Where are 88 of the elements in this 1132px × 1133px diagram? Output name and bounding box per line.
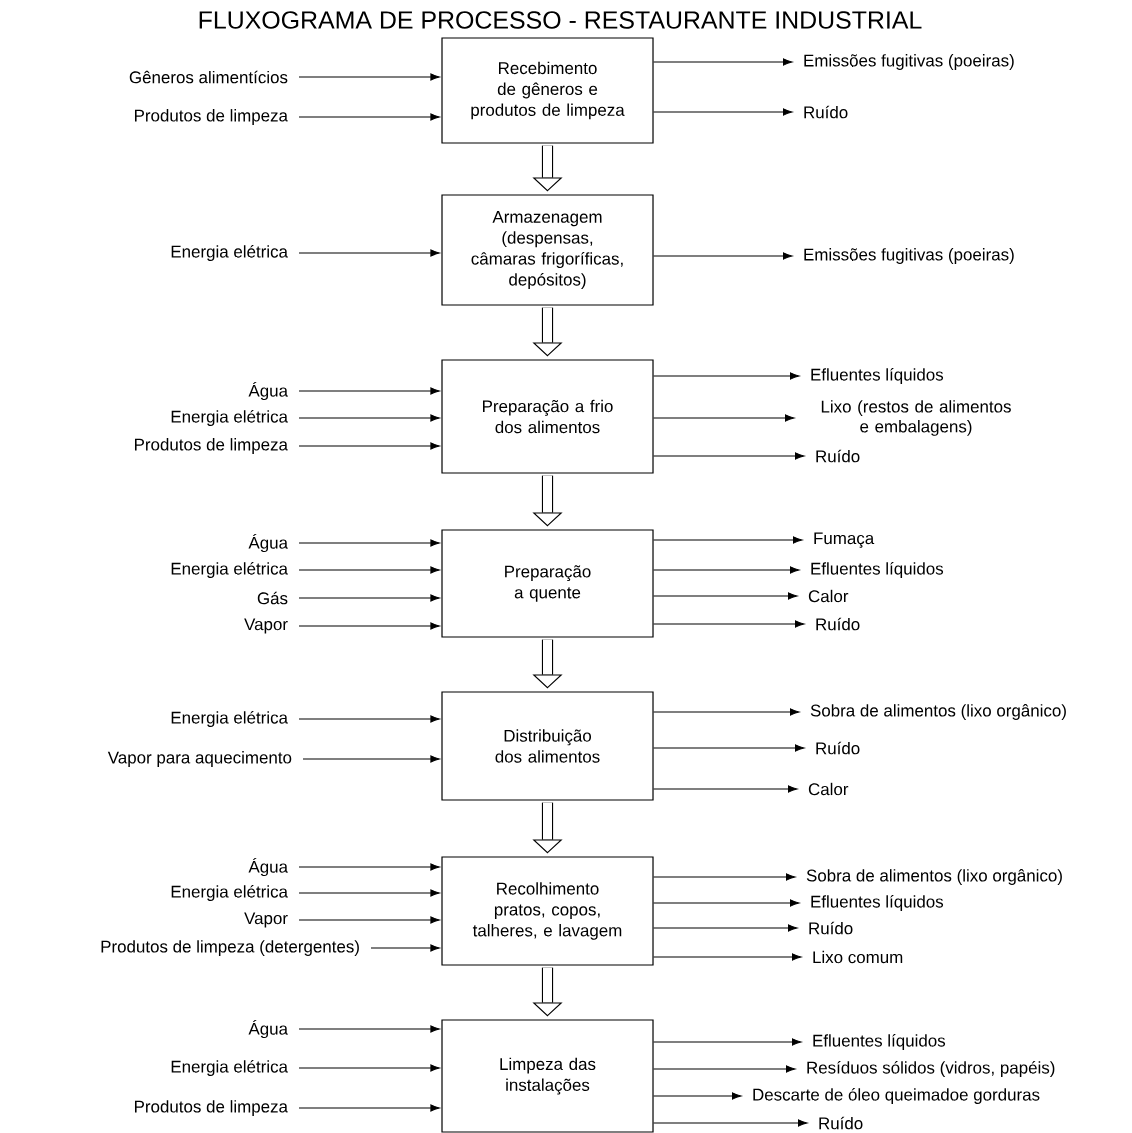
input-label: Energia elétrica (171, 410, 288, 426)
output-label: Efluentes líquidos (811, 562, 944, 578)
process-box: Preparação a frio dos alimentos (441, 359, 654, 474)
input-label: Energia elétrica (171, 562, 288, 578)
input-label: Gás (257, 591, 288, 605)
process-box: Distribuição dos alimentos (441, 691, 654, 801)
arrow (653, 372, 800, 380)
arrow (653, 58, 793, 66)
arrow (298, 715, 440, 723)
arrow (298, 889, 440, 897)
input-label: Produtos de limpeza (detergentes) (101, 940, 359, 956)
input-label: Gêneros alimentícios (129, 70, 288, 84)
arrow (302, 755, 440, 763)
output-label: Sobra de alimentos (lixo orgânico) (810, 704, 1066, 720)
arrow (653, 873, 796, 881)
input-label: Vapor (244, 912, 288, 928)
output-label: Emissões fugitivas (poeiras) (804, 248, 1014, 264)
output-label: Resíduos sólidos (vidros, papéis) (807, 1061, 1055, 1077)
input-label: Produtos de limpeza (135, 438, 288, 454)
input-label: Energia elétrica (171, 885, 288, 901)
input-label: Produtos de limpeza (135, 109, 288, 125)
output-label: Efluentes líquidos (811, 895, 944, 911)
arrow (298, 73, 440, 81)
input-label: Água (248, 381, 288, 401)
arrow (298, 566, 440, 574)
output-label: Lixo comum (813, 950, 903, 964)
process-box: Preparação a quente (441, 529, 654, 638)
process-box: Limpeza das instalações (441, 1019, 654, 1133)
arrow (653, 108, 793, 116)
arrow (653, 1065, 796, 1073)
input-label: Água (248, 533, 288, 553)
arrow (298, 387, 440, 395)
arrow (298, 594, 440, 602)
arrow (298, 249, 440, 257)
title: FLUXOGRAMA DE PROCESSO - RESTAURANTE INDUSTRIAL (199, 11, 922, 29)
output-label: Descarte de óleo queimadoe gorduras (753, 1088, 1040, 1104)
arrow (298, 863, 440, 871)
arrow (298, 113, 440, 121)
input-label: Água (248, 1019, 288, 1039)
input-label: Vapor para aquecimento (107, 751, 292, 767)
arrow (653, 1038, 802, 1046)
output-label: Ruído (819, 1116, 863, 1130)
arrow (653, 744, 805, 752)
arrow (298, 539, 440, 547)
arrow (298, 1064, 440, 1072)
arrow (653, 414, 795, 422)
arrow (653, 1092, 742, 1100)
arrow (653, 620, 805, 628)
input-label: Produtos de limpeza (135, 1100, 288, 1116)
output-label: Efluentes líquidos (813, 1034, 946, 1050)
output-label: Sobra de alimentos (lixo orgânico) (806, 869, 1062, 885)
output-label: Ruído (816, 741, 860, 755)
arrow (298, 622, 440, 630)
output-label: Calor (808, 589, 849, 603)
input-label: Vapor (244, 618, 288, 634)
arrow (653, 536, 803, 544)
arrow (298, 414, 440, 422)
arrow (653, 1119, 808, 1127)
arrow (653, 708, 800, 716)
arrow (653, 452, 805, 460)
output-label: Lixo (restos de alimentos e embalagens) (821, 400, 1011, 436)
output-label: Fumaça (814, 532, 875, 548)
arrow (653, 252, 793, 260)
process-box: Armazenagem (despensas, câmaras frigoríficas, depósitos) (441, 194, 654, 306)
output-label: Ruído (816, 449, 860, 463)
arrow (653, 785, 798, 793)
arrow (653, 566, 800, 574)
arrow (653, 924, 798, 932)
output-label: Emissões fugitivas (poeiras) (804, 54, 1014, 70)
arrow (653, 592, 798, 600)
output-label: Ruído (804, 105, 848, 119)
output-label: Efluentes líquidos (811, 368, 944, 384)
input-label: Energia elétrica (171, 245, 288, 261)
process-box: Recebimento de gêneros e produtos de limpeza (441, 37, 654, 144)
input-label: Água (248, 857, 288, 877)
arrow (298, 442, 440, 450)
output-label: Ruído (809, 921, 853, 935)
arrow (653, 899, 800, 907)
arrow (370, 944, 440, 952)
arrow (653, 953, 802, 961)
output-label: Calor (808, 782, 849, 796)
output-label: Ruído (816, 617, 860, 631)
arrow (298, 1104, 440, 1112)
input-label: Energia elétrica (171, 1060, 288, 1076)
process-box: Recolhimento pratos, copos, talheres, e lavagem (441, 856, 654, 966)
arrow (298, 916, 440, 924)
arrow (298, 1025, 440, 1033)
input-label: Energia elétrica (171, 711, 288, 727)
